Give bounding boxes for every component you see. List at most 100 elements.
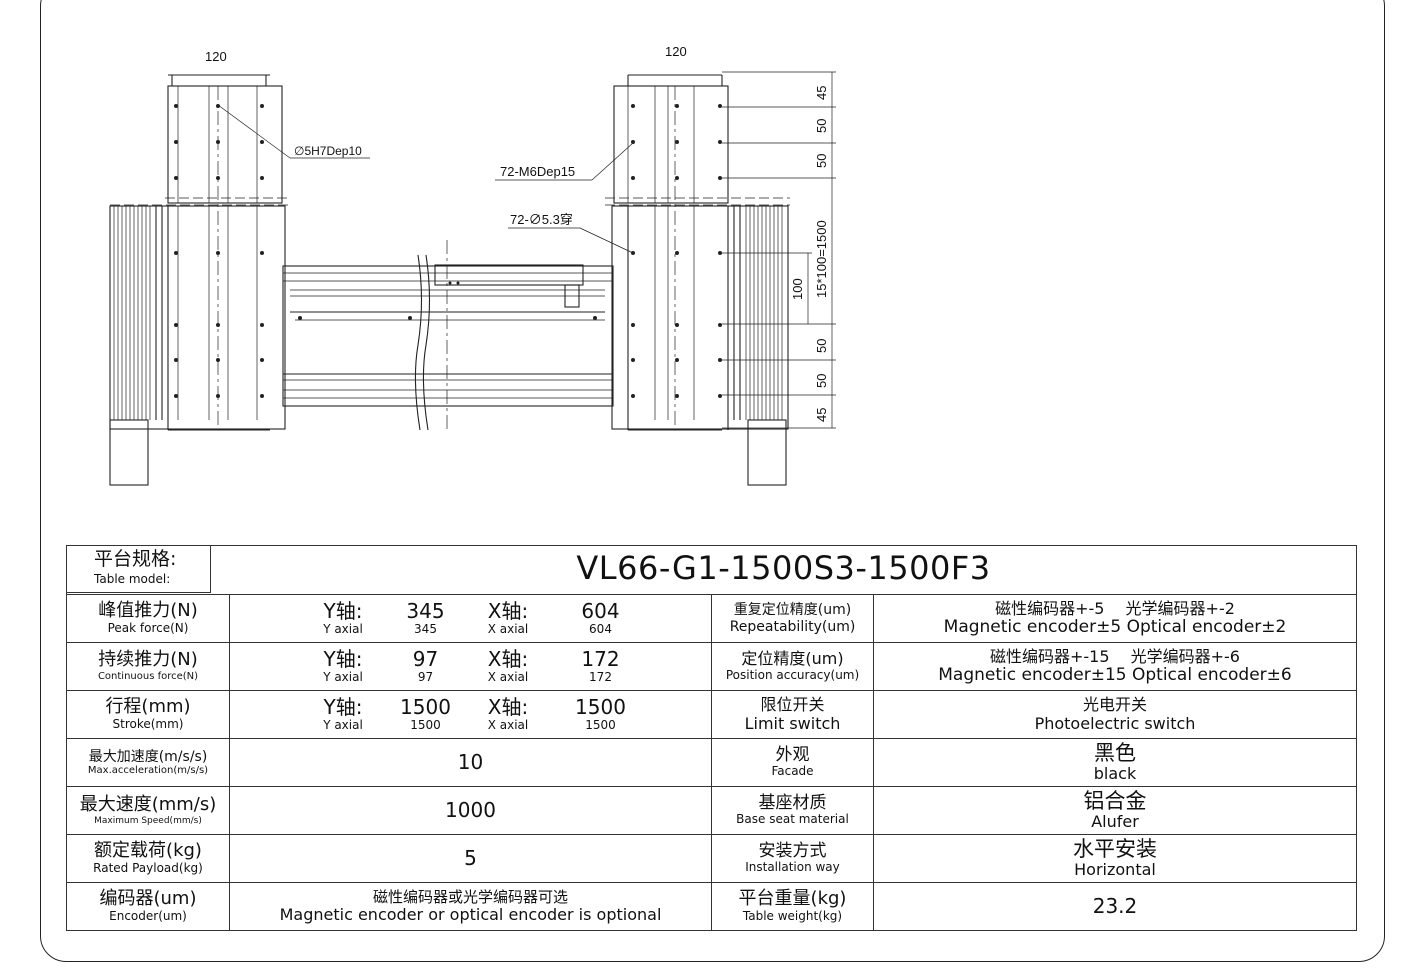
y-axis-en: Y axial — [323, 670, 363, 685]
value: 1000 — [445, 798, 496, 822]
model-label-zh: 平台规格: — [94, 548, 177, 570]
model-value: VL66-G1-1500S3-1500F3 — [576, 549, 991, 587]
y-value: 345 — [406, 599, 445, 624]
x-value-sm: 604 — [589, 622, 612, 637]
right-upper-block — [613, 85, 729, 204]
y-value: 97 — [412, 647, 439, 672]
label-en: Max.acceleration(m/s/s) — [87, 764, 209, 776]
label-en: Encoder(um) — [109, 908, 187, 923]
row-peak-force: 峰值推力(N)Peak force(N) Y轴: 345 X轴: 604 Y a… — [66, 594, 1357, 643]
y-axis-en: Y axial — [323, 622, 363, 637]
page-frame — [40, 0, 1385, 962]
label-zh: 最大加速度(m/s/s) — [88, 748, 208, 765]
x-value-sm: 1500 — [585, 718, 616, 733]
spec-en: Installation way — [745, 860, 840, 875]
pitch-unit: 100 — [790, 278, 805, 300]
label-zh: 编码器(um) — [99, 888, 197, 910]
technical-drawing: 120 120 ∅5H7Dep10 72-M6Dep15 72-∅5.3穿 45… — [109, 44, 836, 486]
dim-width-right: 120 — [665, 44, 687, 59]
spec-value-zh: 水平安装 — [1073, 837, 1157, 862]
label-en: Maximum Speed(mm/s) — [94, 815, 202, 826]
pitch-top-2: 50 — [814, 119, 829, 133]
model-label: 平台规格: Table model: — [67, 546, 211, 593]
x-value: 172 — [581, 647, 620, 672]
spec-value-en: Magnetic encoder±15 Optical encoder±6 — [938, 664, 1292, 685]
x-axis-zh: X轴: — [487, 599, 529, 624]
right-foot — [747, 419, 787, 486]
y-value: 1500 — [400, 695, 451, 720]
label-zh: 行程(mm) — [105, 696, 191, 718]
spec-value-zh: 磁性编码器+-5 光学编码器+-2 — [995, 598, 1235, 618]
pitch-bottom-1: 50 — [814, 339, 829, 353]
spec-value: 23.2 — [1092, 894, 1138, 918]
dim-width-left: 120 — [205, 49, 227, 64]
left-lower-block — [109, 205, 286, 430]
spec-en: Table weight(kg) — [742, 908, 843, 923]
pitch-top-3: 50 — [814, 154, 829, 168]
x-value: 1500 — [575, 695, 626, 720]
x-axis-zh: X轴: — [487, 647, 529, 672]
spec-zh: 基座材质 — [758, 792, 827, 813]
label-zh: 额定载荷(kg) — [94, 840, 202, 862]
spec-zh: 限位开关 — [760, 695, 825, 715]
label-en: Peak force(N) — [107, 620, 189, 635]
x-axis-en: X axial — [487, 670, 529, 685]
spec-value-en: Alufer — [1091, 812, 1139, 832]
spec-value-en: Photoelectric switch — [1034, 713, 1196, 733]
y-axis-zh: Y轴: — [323, 647, 363, 672]
spec-table: 平台规格: Table model: VL66-G1-1500S3-1500F3… — [66, 545, 1357, 931]
spec-value-en: Magnetic encoder±5 Optical encoder±2 — [943, 616, 1287, 637]
y-axis-en: Y axial — [323, 718, 363, 733]
hole-callout: ∅5H7Dep10 — [294, 144, 362, 158]
value-en: Magnetic encoder or optical encoder is o… — [279, 904, 662, 924]
row-continuous-force: 持续推力(N)Continuous force(N) Y轴: 97 X轴: 17… — [66, 642, 1357, 691]
value: 10 — [457, 750, 484, 774]
left-foot — [109, 419, 149, 486]
spec-zh: 外观 — [775, 744, 810, 765]
label-en: Continuous force(N) — [97, 671, 199, 683]
label-zh: 持续推力(N) — [98, 649, 198, 671]
y-axis-zh: Y轴: — [323, 695, 363, 720]
left-upper-block — [167, 85, 283, 204]
carriage — [434, 264, 584, 286]
thread-callout: 72-M6Dep15 — [500, 164, 575, 179]
label-zh: 最大速度(mm/s) — [79, 793, 217, 815]
value-zh: 磁性编码器或光学编码器可选 — [372, 887, 568, 906]
y-value-sm: 1500 — [410, 718, 441, 733]
row-max-acceleration: 最大加速度(m/s/s)Max.acceleration(m/s/s) 10 外… — [66, 738, 1357, 787]
right-lower-block — [611, 205, 789, 430]
spec-en: Repeatability(um) — [729, 618, 856, 635]
label-zh: 峰值推力(N) — [98, 600, 198, 622]
x-axis-en: X axial — [487, 718, 529, 733]
y-axis-zh: Y轴: — [323, 599, 363, 624]
spec-en: Base seat material — [736, 812, 849, 827]
spec-value-zh: 光电开关 — [1082, 695, 1147, 715]
pitch-bottom-3: 45 — [814, 408, 829, 422]
spec-zh: 重复定位精度(um) — [733, 602, 852, 619]
row-stroke: 行程(mm)Stroke(mm) Y轴: 1500 X轴: 1500 Y axi… — [66, 690, 1357, 739]
spec-value-zh: 铝合金 — [1083, 789, 1147, 814]
x-axis-zh: X轴: — [487, 695, 529, 720]
spec-zh: 平台重量(kg) — [738, 888, 847, 910]
label-en: Rated Payload(kg) — [93, 860, 203, 875]
y-value-sm: 345 — [414, 622, 437, 637]
x-axis-en: X axial — [487, 622, 529, 637]
spec-zh: 安装方式 — [758, 840, 827, 861]
spec-value-en: Horizontal — [1074, 860, 1156, 880]
y-value-sm: 97 — [417, 670, 434, 685]
spec-en: Position accuracy(um) — [725, 667, 860, 682]
spec-value-en: black — [1093, 764, 1137, 784]
pitch-total: 15*100=1500 — [814, 220, 829, 298]
model-label-en: Table model: — [94, 571, 171, 586]
spec-en: Facade — [771, 764, 814, 779]
spec-value-zh: 磁性编码器+-15 光学编码器+-6 — [990, 646, 1240, 666]
spec-en: Limit switch — [744, 713, 841, 733]
pitch-bottom-2: 50 — [814, 374, 829, 388]
x-value: 604 — [581, 599, 620, 624]
model-row: 平台规格: Table model: VL66-G1-1500S3-1500F3 — [66, 545, 1357, 595]
through-hole-callout: 72-∅5.3穿 — [510, 212, 573, 227]
spec-zh: 定位精度(um) — [741, 649, 844, 669]
